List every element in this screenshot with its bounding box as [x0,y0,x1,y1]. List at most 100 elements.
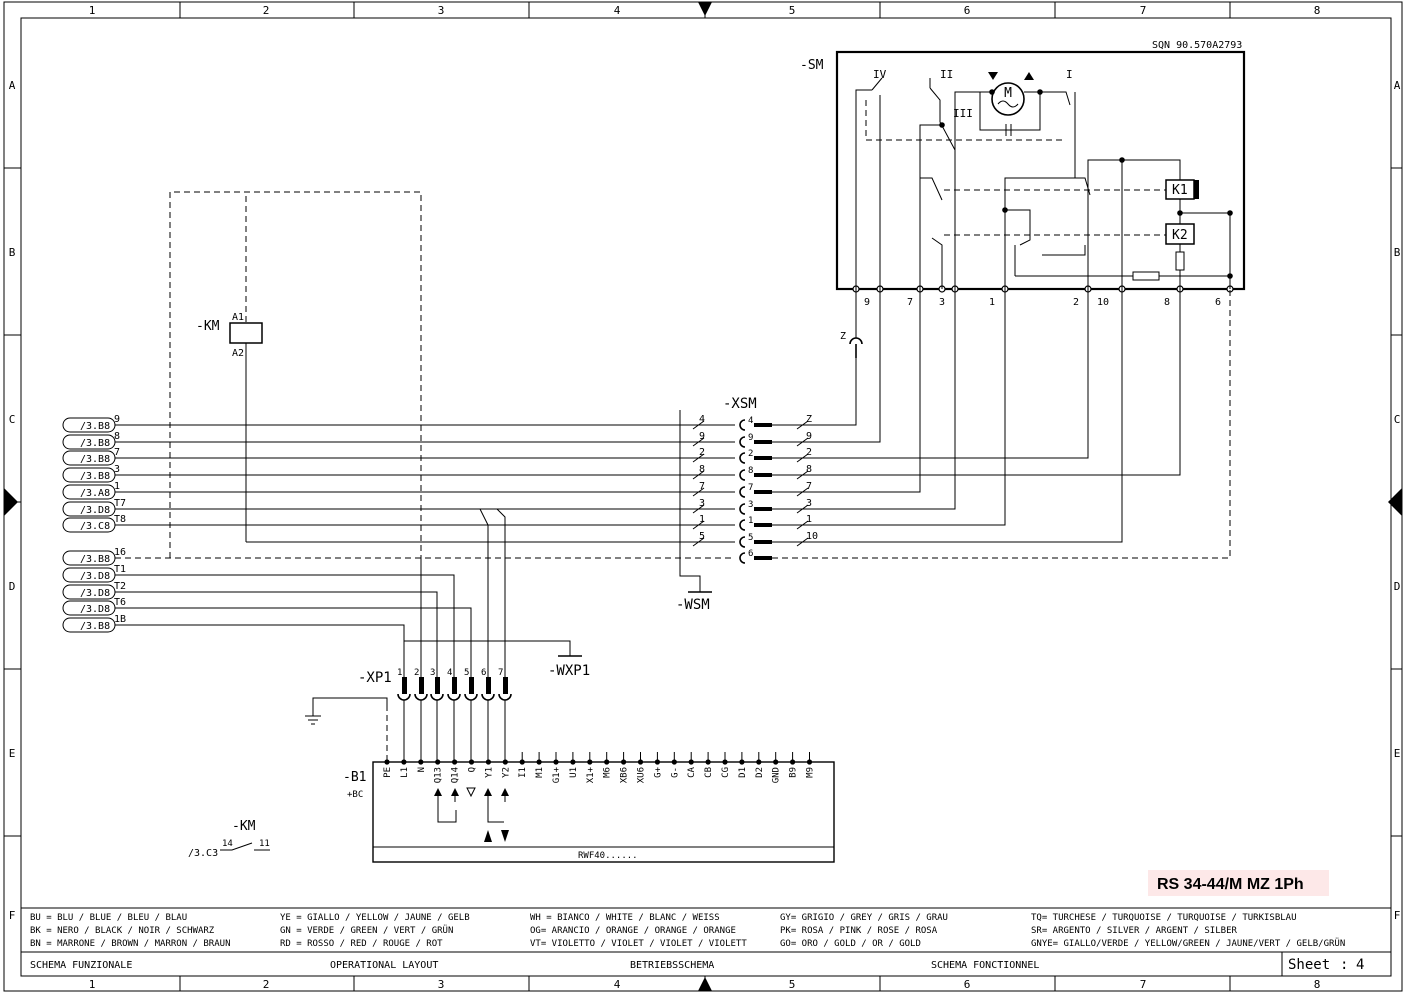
row-label: A [1394,79,1401,92]
xsm-socket [739,536,746,548]
b1-terminal-label: M1 [535,767,545,778]
xsm-socket [739,552,746,564]
row-label: C [9,413,16,426]
xsm-socket [739,452,746,464]
svg-text:/3.C3: /3.C3 [188,848,218,859]
xsm-wire-right: 9 [806,431,812,442]
xsm-socket [739,469,746,481]
xsm-wire-right: 7 [806,481,812,492]
reference-tag [62,600,116,616]
col-label: 3 [438,978,445,991]
xp1-pin-number: 7 [498,668,503,678]
svg-text:-WSM: -WSM [676,597,710,613]
b1-terminal-label: U1 [569,767,579,778]
svg-text:BN = MARRONE / BROWN / MARRON: BN = MARRONE / BROWN / MARRON / BRAUN [30,939,230,949]
title-en: OPERATIONAL LAYOUT [330,960,438,971]
xp1-pin [402,677,407,694]
svg-text:A2: A2 [232,348,244,359]
b1-terminal-label: L1 [400,767,410,778]
b1-terminal-label: G- [670,767,680,778]
b1-terminal-label: N [417,767,427,772]
b1-terminal [401,759,407,765]
arrow-down-icon [988,72,998,80]
wire-number: 8 [114,431,120,442]
reference-tag-label: /3.B8 [80,454,110,465]
b1-terminal [468,759,475,765]
xsm-pin-number: 9 [748,433,753,443]
svg-text:-KM: -KM [196,319,220,334]
reference-tag-label: /3.A8 [80,488,110,499]
xsm-pin [754,473,772,477]
reference-tag [62,584,116,600]
title-it: SCHEMA FUNZIONALE [30,960,132,971]
title-block: SCHEMA FUNZIONALE OPERATIONAL LAYOUT BET… [30,952,1364,976]
sm-terminal: 7 [907,297,913,308]
svg-text:14: 14 [222,839,233,849]
reference-tag [62,484,116,500]
sm-terminal: 3 [939,297,945,308]
b1-terminal-label: G1+ [552,766,562,783]
reference-tag-label: /3.B8 [80,621,110,632]
title-fr: SCHEMA FONCTIONNEL [931,960,1039,971]
xsm-wire-left: 9 [699,431,705,442]
xp1-pin-number: 5 [464,668,469,678]
xp1-pin-number: 1 [397,668,402,678]
wire-number: 9 [114,414,120,425]
xsm-socket [739,519,746,531]
sm-terminal: 8 [1164,297,1170,308]
reference-tag-label: /3.D8 [80,604,110,615]
xp1-pin [486,677,491,694]
wire-number: 7 [114,447,120,458]
col-label: 3 [438,4,445,17]
xsm-wire-left: 5 [699,531,705,542]
xsm-pin-number: 2 [748,449,753,459]
col-label: 4 [614,978,621,991]
reference-tag-label: /3.D8 [80,571,110,582]
svg-text:-XP1: -XP1 [358,670,392,686]
ground-icon [305,697,388,725]
xsm-pin-number: 7 [748,483,753,493]
model-name: RS 34-44/M MZ 1Ph [1157,876,1304,893]
xp1-socket [414,693,428,701]
svg-text:-WXP1: -WXP1 [548,663,590,679]
xp1-socket [498,693,512,701]
b1-terminal-label: M6 [603,767,613,778]
xsm-pin-number: 3 [748,500,753,510]
relay-k2-label: K2 [1172,228,1188,243]
svg-text:GN = VERDE / GREEN / VERT / GR: GN = VERDE / GREEN / VERT / GRÜN [280,925,453,936]
b1-terminal-label: Q14 [451,767,461,783]
row-label: E [9,747,16,760]
b1-terminal-label: CA [687,766,697,777]
xsm-socket [739,503,746,515]
title-de: BETRIEBSSCHEMA [630,960,714,971]
svg-text:OG= ARANCIO / ORANGE / ORANGE: OG= ARANCIO / ORANGE / ORANGE / ORANGE [530,926,736,936]
wire-number: T6 [114,597,126,608]
col-label: 6 [964,4,971,17]
reference-tag-label: /3.B8 [80,554,110,565]
svg-text:GO= ORO / GOLD / OR / GOLD: GO= ORO / GOLD / OR / GOLD [780,939,921,949]
drawing-frame: 1 2 3 4 5 6 7 8 1 2 3 4 5 6 7 8 A B C D … [3,1,1403,992]
col-label: 2 [263,4,270,17]
b1-terminal-label: B9 [789,767,799,778]
wsm-earth: -WSM [676,410,712,613]
reference-tags: /3.B89/3.B88/3.B87/3.B83/3.A81/3.D8T7/3.… [62,414,735,677]
xsm-pin [754,507,772,511]
xsm-wire-left: 8 [699,464,705,475]
xsm-wire-right: 1 [806,514,812,525]
sm-terminal: 1 [989,297,995,308]
cam-label: I [1066,68,1073,81]
b1-terminal [485,759,491,765]
b1-terminal-label: XU6 [637,767,647,783]
sm-terminal: 6 [1215,297,1221,308]
sheet-number: 4 [1356,957,1364,973]
col-label: 2 [263,978,270,991]
reference-tag [62,567,116,583]
reference-tag [62,434,116,450]
z-connector: Z [840,289,863,358]
reference-tag [62,501,116,517]
sheet-label: Sheet [1288,957,1330,973]
